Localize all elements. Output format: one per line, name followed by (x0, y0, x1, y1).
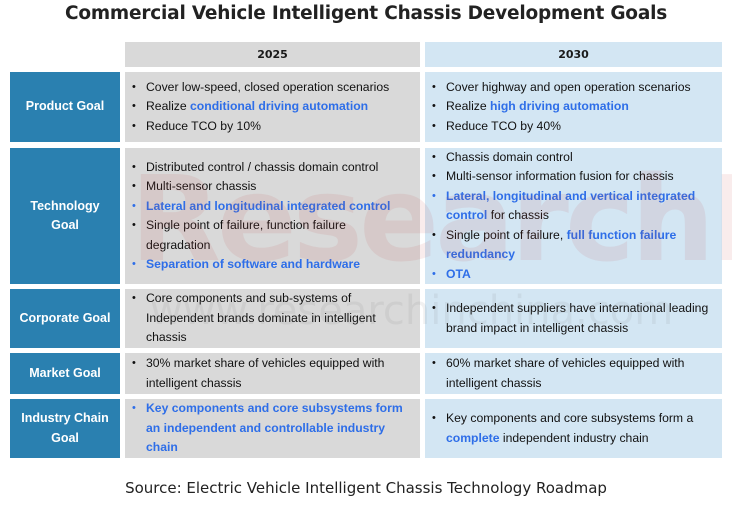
bullet-icon: • (432, 412, 436, 424)
bullet-icon: • (132, 199, 136, 212)
bullet-item: • 30% market share of vehicles equipped w… (132, 354, 412, 393)
bullet-icon: • (432, 228, 436, 241)
bullet-text: Separation of software and hardware (146, 255, 412, 275)
bullet-icon: • (132, 258, 136, 270)
bullet-text: Lateral and longitudinal integrated cont… (146, 197, 412, 217)
bullet-item: • Key components and core subsystems form… (432, 409, 714, 448)
bullet-icon: • (432, 267, 436, 280)
bullet-item: • Realize high driving automation (432, 97, 714, 117)
bullet-icon: • (132, 357, 136, 369)
cell-corporate-2025: • Core components and sub-systems of Inde… (125, 289, 420, 348)
bullet-item: • Realize conditional driving automation (132, 97, 412, 117)
bullet-icon: • (132, 160, 136, 173)
bullet-icon: • (132, 292, 136, 305)
bullet-icon: • (132, 402, 136, 415)
bullet-icon: • (132, 100, 136, 113)
bullet-text: 60% market share of vehicles equipped wi… (446, 356, 685, 390)
bullet-item: • Single point of failure, full function … (432, 226, 714, 265)
bullet-text: Reduce TCO by 10% (146, 118, 261, 133)
bullet-text: Cover highway and open operation scenari… (446, 79, 691, 94)
cell-industry-chain-2025: • Key components and core subsystems form… (125, 399, 420, 458)
bullet-item: • Independent suppliers have internationa… (432, 299, 714, 338)
highlighted-text: Separation of software and hardware (146, 257, 361, 271)
row-label-market-goal: Market Goal (10, 353, 120, 394)
bullet-item: • 60% market share of vehicles equipped w… (432, 354, 714, 393)
row-label-product-goal: Product Goal (10, 72, 120, 142)
bullet-text: Multi-sensor chassis (146, 179, 257, 193)
bullet-text: Reduce TCO by 40% (446, 118, 561, 133)
bullet-text: Independent suppliers have international… (446, 301, 709, 335)
bullet-text: Key components and core subsystems form … (446, 411, 694, 445)
bullet-item: • Distributed control / chassis domain co… (132, 158, 412, 178)
row-label-technology-goal: Technology Goal (10, 148, 120, 284)
bullet-text: Multi-sensor information fusion for chas… (446, 169, 674, 184)
bullet-text: Distributed control / chassis domain con… (146, 159, 379, 174)
cell-product-2030: • Cover highway and open operation scenar… (425, 72, 722, 142)
bullet-item: • OTA (432, 265, 714, 285)
bullet-item: • Cover highway and open operation scenar… (432, 78, 714, 98)
row-label-corporate-goal: Corporate Goal (10, 289, 120, 348)
highlighted-text: Lateral, longitudinal and vertical integ… (446, 188, 696, 223)
bullet-item: • Reduce TCO by 10% (132, 117, 412, 137)
bullet-icon: • (432, 170, 436, 183)
bullet-item: • Chassis domain control (432, 148, 714, 168)
bullet-icon: • (132, 119, 136, 132)
bullet-item: • Lateral and longitudinal integrated con… (132, 197, 412, 217)
page-title: Commercial Vehicle Intelligent Chassis D… (64, 3, 668, 24)
bullet-item: • Separation of software and hardware (132, 255, 412, 275)
bullet-item: • Reduce TCO by 40% (432, 117, 714, 137)
bullet-text: Cover low-speed, closed operation scenar… (146, 79, 390, 94)
highlighted-text: OTA (446, 266, 471, 281)
column-header-2025: 2025 (125, 42, 420, 67)
bullet-text: Realize high driving automation (446, 99, 629, 114)
cell-corporate-2030: • Independent suppliers have internationa… (425, 289, 722, 348)
bullet-item: • Multi-sensor information fusion for cha… (432, 167, 714, 187)
bullet-text: 30% market share of vehicles equipped wi… (146, 356, 385, 390)
bullet-icon: • (132, 180, 136, 192)
bullet-icon: • (132, 80, 136, 93)
bullet-icon: • (432, 100, 436, 113)
bullet-item: • Lateral, longitudinal and vertical inte… (432, 187, 714, 226)
bullet-text: Single point of failure, full function f… (446, 227, 677, 262)
highlighted-text: high driving automation (490, 99, 629, 114)
bullet-icon: • (432, 150, 436, 163)
highlighted-text: Lateral and longitudinal integrated cont… (146, 198, 391, 213)
cell-technology-2025: • Distributed control / chassis domain co… (125, 148, 420, 284)
cell-industry-chain-2030: • Key components and core subsystems form… (425, 399, 722, 458)
bullet-item: • Single point of failure, function failu… (132, 216, 412, 255)
bullet-item: • Key components and core subsystems form… (132, 399, 412, 458)
bullet-text: Realize conditional driving automation (146, 99, 369, 114)
highlighted-text: conditional driving automation (190, 99, 369, 114)
cell-product-2025: • Cover low-speed, closed operation scena… (125, 72, 420, 142)
bullet-icon: • (432, 119, 436, 132)
bullet-icon: • (432, 302, 436, 314)
bullet-text: Single point of failure, function failur… (146, 218, 346, 252)
bullet-item: • Multi-sensor chassis (132, 177, 412, 197)
bullet-text: OTA (446, 265, 714, 285)
source-caption: Source: Electric Vehicle Intelligent Cha… (125, 479, 607, 497)
highlighted-text: complete (446, 430, 500, 445)
highlighted-text: full function failure redundancy (446, 227, 677, 262)
row-label-industry-chain-goal: Industry Chain Goal (10, 399, 120, 458)
bullet-icon: • (432, 189, 436, 202)
bullet-item: • Cover low-speed, closed operation scena… (132, 78, 412, 98)
cell-technology-2030: • Chassis domain control • Multi-sensor inf… (425, 148, 722, 284)
bullet-icon: • (432, 80, 436, 93)
highlighted-text: Key components and core subsystems form … (146, 401, 403, 455)
bullet-text: Lateral, longitudinal and vertical integ… (446, 188, 696, 223)
bullet-item: • Core components and sub-systems of Inde… (132, 289, 412, 348)
bullet-text: Key components and core subsystems form … (146, 399, 412, 458)
column-header-2030: 2030 (425, 42, 722, 67)
bullet-text: Chassis domain control (446, 149, 573, 164)
cell-market-2030: • 60% market share of vehicles equipped w… (425, 353, 722, 394)
bullet-icon: • (132, 219, 136, 231)
bullet-icon: • (432, 357, 436, 369)
cell-market-2025: • 30% market share of vehicles equipped w… (125, 353, 420, 394)
bullet-text: Core components and sub-systems of Indep… (146, 291, 376, 345)
